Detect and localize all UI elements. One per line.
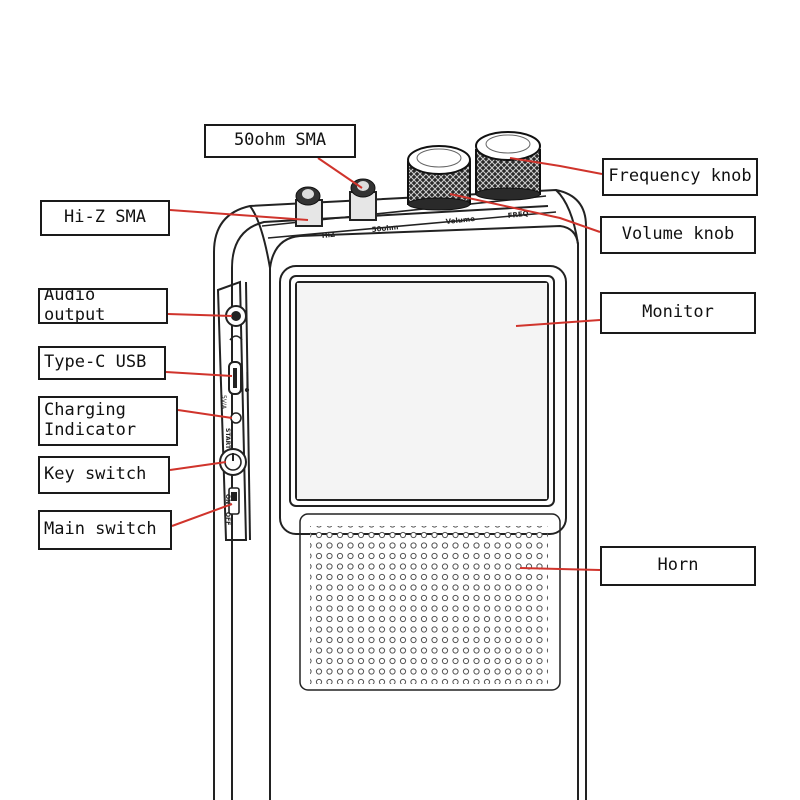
label-volume-knob: Volume knob — [600, 216, 756, 254]
marking-50ohm: 50ohm — [371, 223, 399, 234]
arrow-50ohm-sma — [317, 157, 363, 189]
label-hi-z-sma: Hi-Z SMA — [40, 200, 170, 236]
marking-hiz: HiZ — [321, 231, 335, 240]
label-frequency-knob: Frequency knob — [602, 158, 758, 196]
arrow-main-switch — [171, 503, 233, 527]
hi-z-sma-connector — [295, 186, 323, 227]
label-audio-output: Audio output — [38, 288, 168, 324]
arrow-hi-z-sma — [169, 209, 309, 221]
arrow-horn — [519, 567, 601, 571]
charging-led — [230, 412, 242, 424]
label-charging-indicator: Charging Indicator — [38, 396, 178, 446]
device-body — [213, 188, 587, 800]
arrow-volume-knob — [449, 193, 601, 233]
arrow-monitor — [515, 319, 601, 327]
speaker-grille — [299, 513, 561, 691]
arrow-key-switch — [169, 461, 227, 471]
marking-start: START — [224, 428, 231, 450]
marking-usb: 5V/A — [220, 395, 227, 410]
arrow-type-c-usb — [165, 371, 233, 377]
frequency-knob — [475, 131, 541, 201]
label-main-switch: Main switch — [38, 510, 172, 550]
marking-on: ON — [224, 494, 231, 504]
arrow-charging-indicator — [177, 409, 233, 419]
label-type-c-usb: Type-C USB — [38, 346, 166, 380]
marking-freq: FREQ — [507, 210, 529, 220]
audio-jack — [225, 305, 247, 341]
marking-volume: Volume — [445, 215, 475, 226]
arrow-audio-output — [167, 313, 233, 317]
label-monitor: Monitor — [600, 292, 756, 334]
label-key-switch: Key switch — [38, 456, 170, 494]
marking-off: OFF — [224, 512, 231, 525]
monitor-screen — [297, 283, 547, 499]
power-button — [219, 448, 247, 476]
main-switch-slider — [228, 487, 240, 515]
monitor-frame — [279, 265, 567, 535]
leader-arrows — [165, 157, 603, 571]
sma-50ohm-connector — [349, 178, 377, 221]
label-horn: Horn — [600, 546, 756, 586]
arrow-frequency-knob — [509, 157, 603, 175]
usb-symbol-icon — [244, 372, 250, 393]
label-50ohm-sma: 50ohm SMA — [204, 124, 356, 158]
volume-knob — [407, 145, 471, 211]
usb-port — [228, 361, 242, 395]
